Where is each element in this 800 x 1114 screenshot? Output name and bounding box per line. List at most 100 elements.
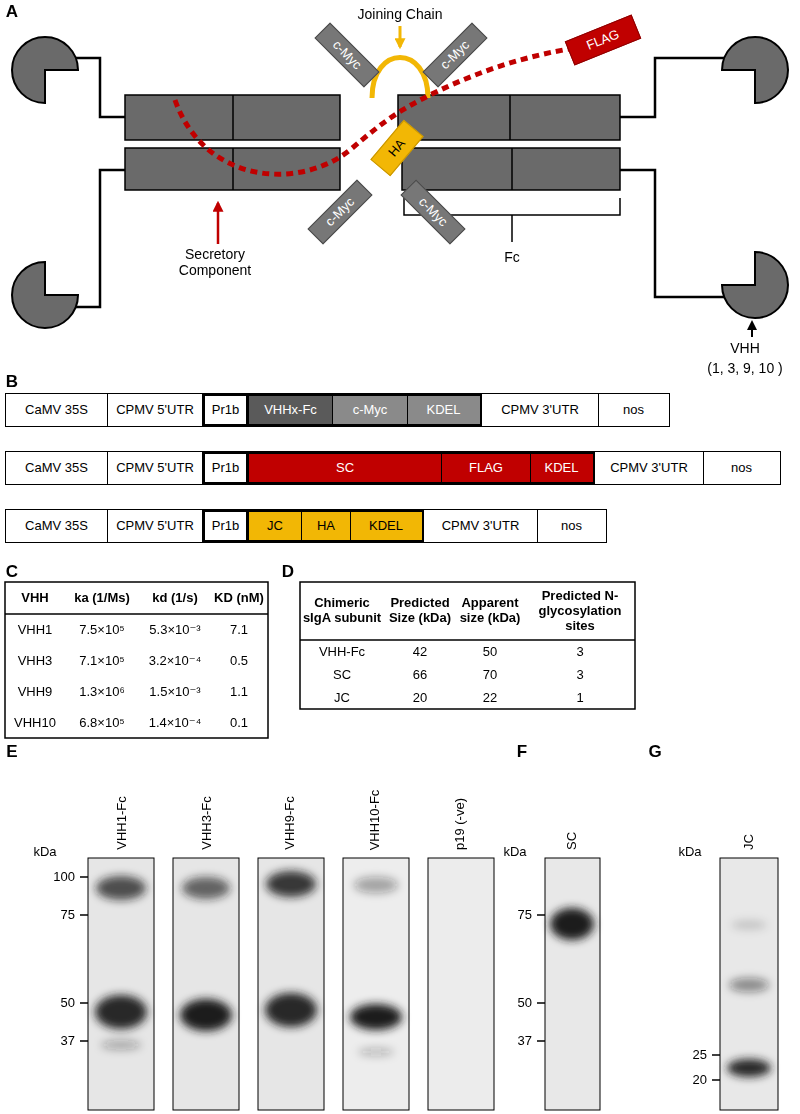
table-cell: 1.1 <box>230 684 248 699</box>
linker-line <box>76 58 125 117</box>
band <box>180 999 232 1031</box>
table-cell: 6.8×10⁵ <box>79 715 125 730</box>
marker-label: 100 <box>53 870 75 885</box>
panel-letter: B <box>6 372 18 392</box>
table-cell: 22 <box>483 690 497 705</box>
construct-segment: nos <box>537 509 607 543</box>
node-text: SC <box>336 461 354 475</box>
tick <box>80 1040 88 1042</box>
linker-line <box>620 170 724 297</box>
construct-segment: Pr1b <box>202 509 249 543</box>
blot-bands <box>727 920 771 1077</box>
table-header: ka (1/Ms) <box>74 591 130 606</box>
panel-letter: D <box>282 562 294 582</box>
band <box>95 995 147 1029</box>
node-text: FLAG <box>585 27 622 53</box>
lane-label: p19 (-ve) <box>453 798 468 850</box>
construct-segment: Pr1b <box>202 393 249 427</box>
panel-letter: C <box>6 562 18 582</box>
marker-ticks <box>80 877 88 1041</box>
node-text: CPMV 3'UTR <box>610 461 688 475</box>
joining-chain <box>372 58 428 99</box>
construct-segment: CaMV 35S <box>5 451 108 485</box>
construct-segment: CaMV 35S <box>5 509 108 543</box>
band <box>727 1059 771 1077</box>
node-text: nos <box>731 461 752 475</box>
blot-lane <box>173 858 239 1110</box>
tag-box: FLAG <box>565 14 641 65</box>
table-cell: 66 <box>413 667 427 682</box>
table-cell: 1.4×10⁻⁴ <box>149 715 202 730</box>
lane-label: SC <box>565 832 580 850</box>
construct-segment: CPMV 3'UTR <box>423 509 538 543</box>
construct-segment: Pr1b <box>202 451 249 485</box>
annotation-label: VHH <box>730 340 760 356</box>
band <box>265 993 317 1027</box>
marker-ticks <box>537 915 545 1041</box>
construct-segment: CaMV 35S <box>5 393 108 427</box>
marker-label: 50 <box>61 996 75 1011</box>
tick <box>80 1002 88 1004</box>
node-text: CaMV 35S <box>25 403 88 417</box>
marker-label: 37 <box>61 1034 75 1049</box>
marker-label: 50 <box>518 996 532 1011</box>
construct-segment: CPMV 5'UTR <box>107 509 204 543</box>
table-cell: 50 <box>483 644 497 659</box>
construct-segment: c-Myc <box>332 393 408 427</box>
table-cell: VHH1 <box>18 622 53 637</box>
tick <box>537 1040 545 1042</box>
blot-lane <box>343 858 409 1110</box>
node-text: c-Myc <box>416 195 451 230</box>
construct-segment: CPMV 5'UTR <box>107 451 204 485</box>
band <box>729 978 769 992</box>
construct-segment: VHHx-Fc <box>248 393 334 427</box>
table-cell: 7.5×10⁵ <box>79 622 125 637</box>
table-cell: VHH9 <box>18 684 53 699</box>
marker-label: kDa <box>33 845 56 860</box>
node-text: CaMV 35S <box>25 461 88 475</box>
node-text: CPMV 5'UTR <box>116 403 194 417</box>
blot-lane <box>428 858 494 1110</box>
lane-label: VHH9-Fc <box>283 797 298 850</box>
domain-divider <box>232 95 234 140</box>
linker-line <box>620 58 724 117</box>
marker-label: kDa <box>503 845 526 860</box>
lane-label: JC <box>742 834 757 850</box>
node-text: CPMV 5'UTR <box>116 461 194 475</box>
table-cell: 42 <box>413 644 427 659</box>
panel-letter: E <box>6 742 17 762</box>
table-cell: 1 <box>576 690 583 705</box>
band <box>182 877 230 899</box>
domain-divider <box>511 148 513 190</box>
annotation-label: Secretory Component <box>169 246 261 278</box>
blot-lane <box>545 858 600 1110</box>
table-cell: 3 <box>576 644 583 659</box>
node-text: KDEL <box>369 519 403 533</box>
band <box>731 920 767 930</box>
node-text: c-Myc <box>330 38 365 73</box>
tick <box>80 876 88 878</box>
tick <box>712 1079 720 1081</box>
vhh-domain <box>12 262 78 328</box>
annotation-label: (1, 3, 9, 10 ) <box>707 360 782 376</box>
marker-label: 20 <box>693 1073 707 1088</box>
band <box>266 871 316 897</box>
construct-segment: CPMV 3'UTR <box>481 393 599 427</box>
panel-letter: F <box>517 742 527 762</box>
fc-chain <box>125 95 340 140</box>
table-cell: 7.1 <box>230 622 248 637</box>
domain-divider <box>232 148 234 190</box>
marker-label: 25 <box>693 1048 707 1063</box>
tag-box: c-Myc <box>307 179 372 244</box>
table-rule <box>300 639 635 641</box>
annotation-label: Fc <box>504 249 520 265</box>
table-header: kd (1/s) <box>152 591 198 606</box>
band <box>358 1048 394 1056</box>
node-text: KDEL <box>545 461 579 475</box>
table-cell: 5.3×10⁻³ <box>149 622 200 637</box>
table-cell: 0.5 <box>230 653 248 668</box>
band <box>96 876 146 900</box>
construct-segment: nos <box>598 393 670 427</box>
construct-segment: KDEL <box>530 451 596 485</box>
